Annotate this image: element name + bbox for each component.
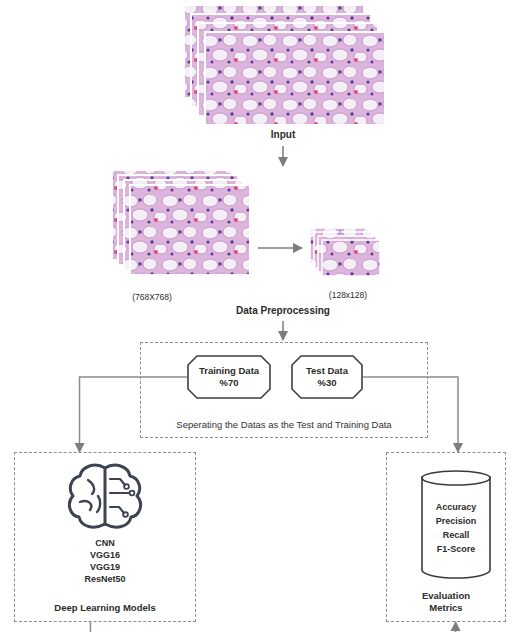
- brain-icon: [69, 465, 140, 527]
- stage-label: Data Preprocessing: [236, 305, 330, 316]
- split-group-box: Seperating the Datas as the Test and Tra…: [140, 342, 428, 438]
- flow-connector: [80, 377, 187, 452]
- cylinder-body: [422, 477, 490, 578]
- octagon-shape: [188, 356, 270, 398]
- octagon-shape: [292, 356, 362, 398]
- size-label: (768X768): [132, 292, 172, 302]
- node-heading: Deep Learning Models: [54, 602, 155, 613]
- flow-connector: [90, 622, 455, 632]
- small-image-stack: [310, 228, 380, 276]
- node-text: Accuracy Precision Recall F1-Score: [425, 501, 487, 557]
- flow-connector: [363, 377, 458, 452]
- stage-label: Input: [271, 129, 295, 140]
- node-text: CNN VGG16 VGG19 ResNet50: [21, 537, 189, 586]
- metrics-cylinder: Accuracy Precision Recall F1-Score: [421, 469, 491, 579]
- node-text: Evaluation Metrics: [411, 590, 481, 614]
- large-image-stack: [112, 170, 250, 275]
- node-text: Seperating the Datas as the Test and Tra…: [149, 419, 419, 430]
- data-octagon: Test Data %30: [291, 355, 363, 399]
- node-text: Training Data %70: [195, 365, 263, 389]
- models-box: CNN VGG16 VGG19 ResNet50Deep Learning Mo…: [14, 452, 196, 622]
- input-image-stack: [184, 5, 385, 125]
- size-label: (128x128): [329, 290, 367, 300]
- node-text: Test Data %30: [299, 365, 355, 389]
- data-octagon: Training Data %70: [187, 355, 271, 399]
- cylinder-top: [422, 471, 490, 485]
- metrics-box: Evaluation Metrics Accuracy Precision Rec…: [386, 452, 506, 622]
